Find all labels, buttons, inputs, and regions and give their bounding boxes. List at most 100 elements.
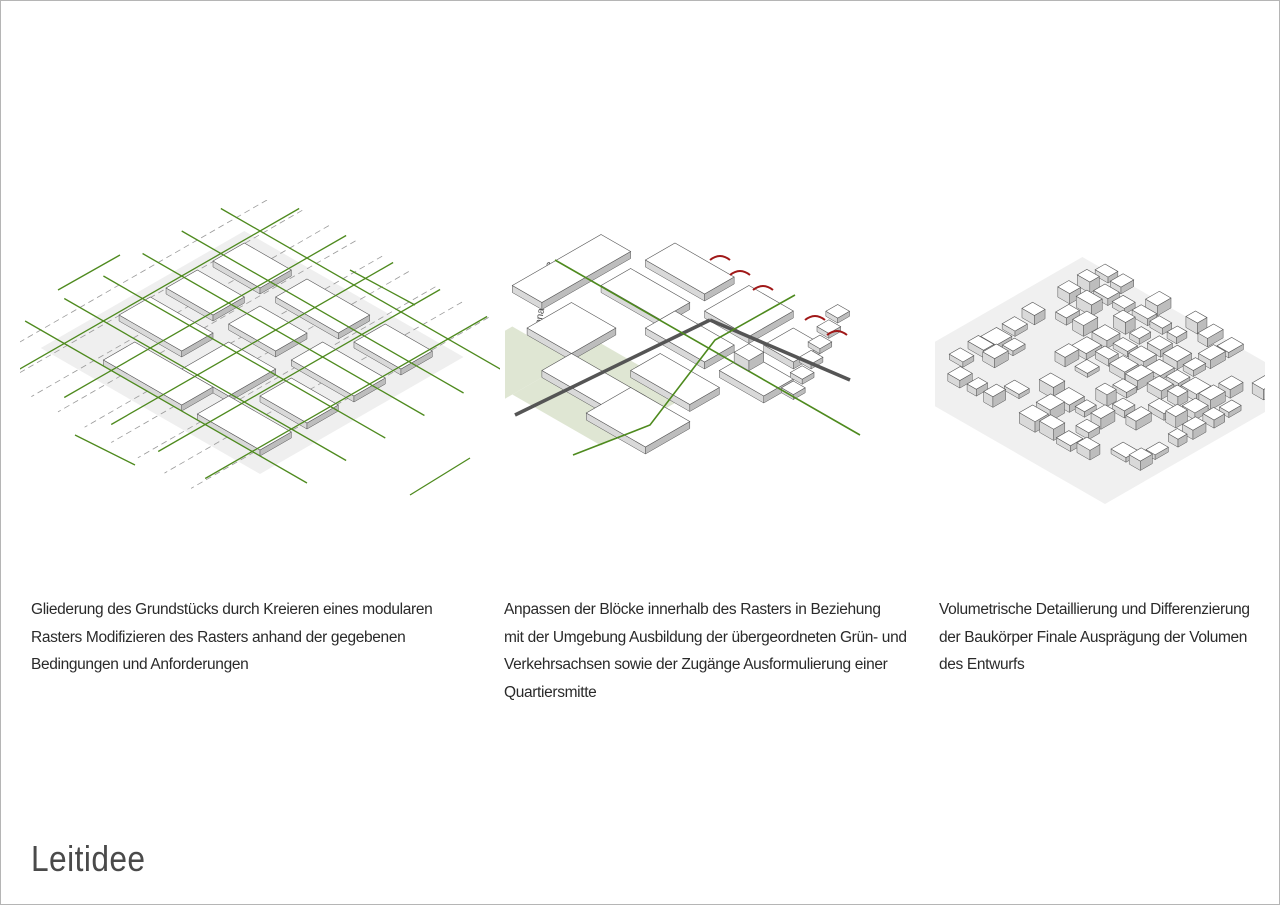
building-volume — [1112, 309, 1136, 323]
building-volume — [1146, 335, 1174, 351]
building-volume — [1001, 337, 1026, 352]
caption-1: Gliederung des Grundstücks durch Kreiere… — [31, 596, 433, 679]
grid-axis-green — [181, 230, 464, 394]
building-volume — [967, 335, 995, 351]
building-volume — [1202, 407, 1226, 421]
building-volume — [1144, 290, 1172, 307]
grid-block — [290, 341, 386, 397]
building-volume — [1091, 324, 1121, 342]
building-volume — [1125, 406, 1152, 422]
building-volume — [1127, 345, 1157, 363]
building-volume — [1112, 378, 1138, 393]
building-volume — [1053, 387, 1086, 406]
building-volume — [1055, 304, 1081, 319]
building-volume — [1074, 399, 1097, 413]
caption-line: Anpassen der Blöcke innerhalb des Raster… — [504, 601, 881, 618]
red-exchange-arrow — [729, 270, 751, 276]
building-volume — [1182, 357, 1207, 371]
grid-line-dashed — [20, 209, 303, 373]
grid-line-dashed — [111, 271, 409, 443]
building-volume — [1185, 310, 1208, 324]
building-volume — [1216, 337, 1245, 353]
urban-block — [585, 387, 691, 448]
building-volume — [1165, 403, 1188, 417]
caption-line: Volumetrische Detaillierung und Differen… — [939, 601, 1250, 618]
building-volume — [1144, 358, 1175, 377]
building-volume — [1111, 397, 1136, 412]
red-exchange-arrow — [826, 330, 848, 336]
building-volume — [1197, 344, 1227, 361]
building-volume — [1095, 382, 1117, 396]
building-volume — [1076, 269, 1100, 283]
building-volume — [1057, 280, 1082, 295]
building-volume — [1075, 418, 1101, 434]
shift-arrow — [409, 457, 471, 496]
caption-line: Quartiersmitte — [504, 683, 597, 701]
building-volume — [1108, 355, 1139, 373]
grid-axis-green — [157, 288, 441, 453]
urban-block — [511, 234, 632, 303]
caption-line: Gliederung des Grundstücks durch Kreiere… — [31, 601, 433, 618]
building-volume — [1149, 315, 1173, 329]
building-volume — [1094, 263, 1119, 278]
building-volume — [1003, 379, 1030, 395]
grid-axis-green — [20, 207, 300, 370]
page-title: Leitidee — [31, 838, 146, 879]
green-axis — [554, 259, 861, 436]
urban-block — [630, 353, 720, 405]
grid-axis-green — [63, 297, 347, 462]
building-volume — [1038, 372, 1066, 388]
building-volume — [1166, 325, 1188, 338]
grid-line-dashed — [137, 286, 436, 459]
building-volume — [1131, 304, 1158, 320]
building-volume — [1181, 397, 1209, 414]
building-volume — [1146, 375, 1174, 392]
building-volume — [1218, 375, 1244, 391]
site-ground — [40, 231, 464, 474]
red-exchange-arrow — [804, 315, 826, 321]
building-volume — [1018, 404, 1049, 423]
building-volume — [983, 383, 1007, 398]
building-volume — [1167, 428, 1188, 440]
building-volume — [1035, 393, 1066, 411]
grid-line-dashed — [31, 225, 330, 397]
grid-axis-green — [110, 261, 394, 426]
caption-line: mit der Umgebung Ausbildung der übergeor… — [504, 628, 907, 646]
building-volume — [1166, 384, 1189, 398]
small-building — [780, 380, 806, 395]
building-volume — [1180, 376, 1212, 395]
grid-line-dashed — [164, 301, 463, 474]
grid-line-dashed — [20, 200, 268, 343]
shift-arrow — [74, 434, 136, 466]
grid-block — [259, 377, 339, 424]
grid-line-dashed — [57, 240, 356, 413]
building-volume — [1197, 323, 1224, 339]
grid-axis-green — [24, 320, 308, 484]
grid-axis-green — [204, 315, 488, 480]
building-volume — [1094, 345, 1119, 360]
small-building — [807, 334, 833, 350]
small-building — [789, 365, 815, 380]
building-volume — [1109, 273, 1135, 288]
diagram-volumes — [935, 257, 1265, 504]
grid-line-dashed — [84, 255, 383, 428]
grid-line-dashed — [190, 317, 489, 489]
grid-block — [102, 341, 214, 406]
building-volume — [1021, 301, 1046, 316]
caption-line: der Baukörper Finale Ausprägung der Volu… — [939, 628, 1248, 646]
building-volume — [1075, 289, 1103, 306]
urban-block — [644, 242, 735, 295]
caption-line: Bedingungen und Anforderungen — [31, 656, 249, 673]
road-axis — [514, 318, 711, 417]
building-volume — [1198, 384, 1226, 401]
shift-arrow — [349, 269, 416, 306]
building-volume — [1090, 404, 1116, 419]
grid-block — [228, 305, 308, 352]
grid-axis-green — [220, 207, 500, 370]
red-exchange-arrow — [752, 285, 774, 291]
grid-axis-green — [103, 275, 386, 439]
building-volume — [1165, 369, 1191, 384]
building-volume — [1074, 359, 1100, 374]
building-volume — [1128, 447, 1153, 462]
caption-2: Anpassen der Blöcke innerhalb des Raster… — [504, 596, 907, 706]
